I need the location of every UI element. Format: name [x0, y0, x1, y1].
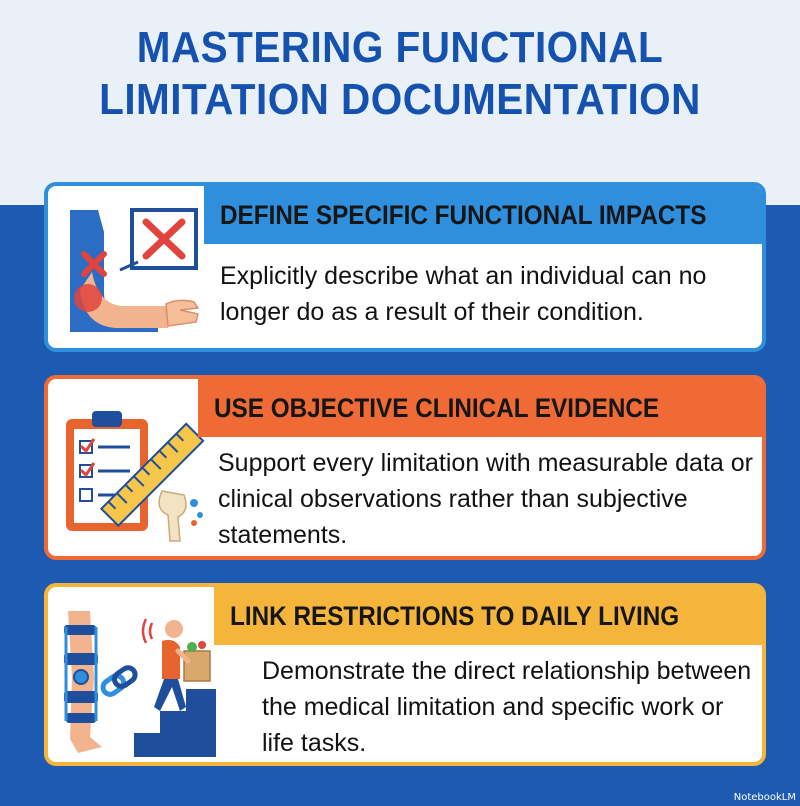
- card-objective-evidence: USE OBJECTIVE CLINICAL EVIDENCE Support …: [44, 375, 766, 560]
- card-heading-banner: LINK RESTRICTIONS TO DAILY LIVING: [214, 587, 762, 645]
- title-line-2: LIMITATION DOCUMENTATION: [99, 75, 701, 124]
- card-heading: DEFINE SPECIFIC FUNCTIONAL IMPACTS: [220, 199, 707, 230]
- page-title: MASTERING FUNCTIONAL LIMITATION DOCUMENT…: [32, 22, 768, 126]
- card-define-impacts: DEFINE SPECIFIC FUNCTIONAL IMPACTS Expli…: [44, 182, 766, 352]
- header-background: [0, 0, 800, 205]
- card-body: Support every limitation with measurable…: [218, 449, 753, 549]
- card-heading-banner: DEFINE SPECIFIC FUNCTIONAL IMPACTS: [204, 186, 762, 244]
- title-line-1: MASTERING FUNCTIONAL: [136, 23, 664, 72]
- card-heading: USE OBJECTIVE CLINICAL EVIDENCE: [214, 392, 660, 423]
- arm-with-x-sign-icon: [58, 202, 208, 332]
- watermark: NotebookLM: [733, 792, 796, 803]
- card-daily-living: LINK RESTRICTIONS TO DAILY LIVING Demons…: [44, 583, 766, 766]
- card-heading-banner: USE OBJECTIVE CLINICAL EVIDENCE: [198, 379, 762, 437]
- card-body: Demonstrate the direct relationship betw…: [262, 657, 752, 757]
- clipboard-ruler-joint-icon: [58, 399, 208, 544]
- knee-brace-stairs-icon: [56, 607, 221, 757]
- card-body: Explicitly describe what an individual c…: [220, 262, 707, 326]
- card-heading: LINK RESTRICTIONS TO DAILY LIVING: [230, 600, 680, 631]
